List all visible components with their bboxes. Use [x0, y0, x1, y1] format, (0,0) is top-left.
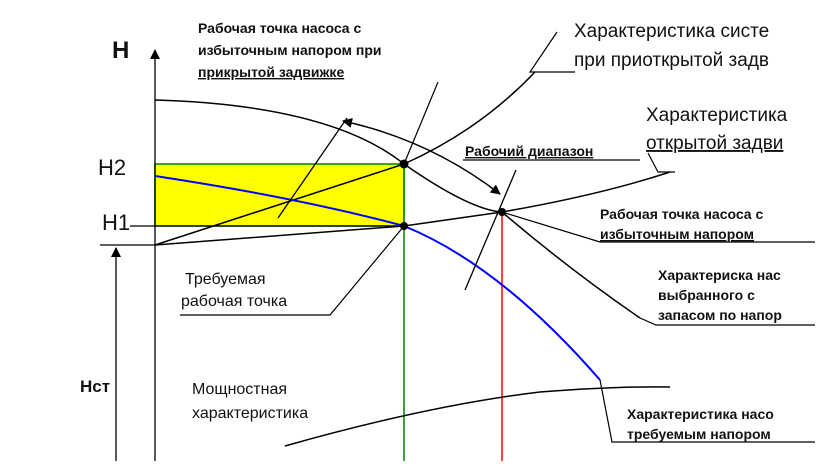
power-line1: Мощностная [192, 381, 287, 398]
pump-point-excess-line2: избыточным напором [600, 226, 754, 242]
operating-range-label: Рабочий диапазон [465, 143, 593, 159]
required-pump-line1: Характеристика насо [627, 406, 774, 422]
power-line2: характеристика [192, 405, 308, 422]
range-right-tick [464, 169, 517, 291]
required-pump-line2: требуемым напором [627, 426, 771, 442]
range-left-tick [277, 117, 348, 219]
leader-system-closed [528, 31, 575, 73]
leader-system-open [647, 152, 675, 173]
pump-point-closed-line3: прикрытой задвижке [198, 64, 344, 80]
system-closed-line1: Характеристика систе [574, 21, 769, 42]
system-open-line2: открытой задви [646, 133, 783, 154]
h2-label: H2 [98, 155, 126, 180]
selected-pump-line1: Характериска нас [658, 267, 781, 283]
leader-required-pump [599, 379, 815, 443]
leader-closed-point [403, 81, 439, 165]
pump-point-excess-line1: Рабочая точка насоса с [600, 206, 763, 222]
selected-pump-line3: запасом по напор [658, 307, 782, 323]
system-open-line1: Характеристика [646, 105, 788, 126]
selected-pump-line2: выбранного с [658, 287, 755, 303]
required-point-line1: Требуемая [185, 271, 266, 288]
system-closed-line2: при приоткрытой задв [574, 50, 769, 71]
leader-selected-pump [639, 317, 815, 326]
leader-excess-point [501, 211, 815, 243]
y-axis-label: H [112, 37, 129, 64]
pump-point-closed-line2: избыточным напором при [198, 42, 382, 58]
operating-range-arrow [342, 118, 501, 195]
required-point-line2: рабочая точка [181, 293, 287, 310]
power-curve [284, 386, 671, 447]
leader-required-point [180, 225, 405, 316]
hst-label: Нст [80, 377, 110, 396]
pump-point-closed-line1: Рабочая точка насоса с [198, 20, 361, 36]
h1-label: H1 [102, 210, 130, 235]
